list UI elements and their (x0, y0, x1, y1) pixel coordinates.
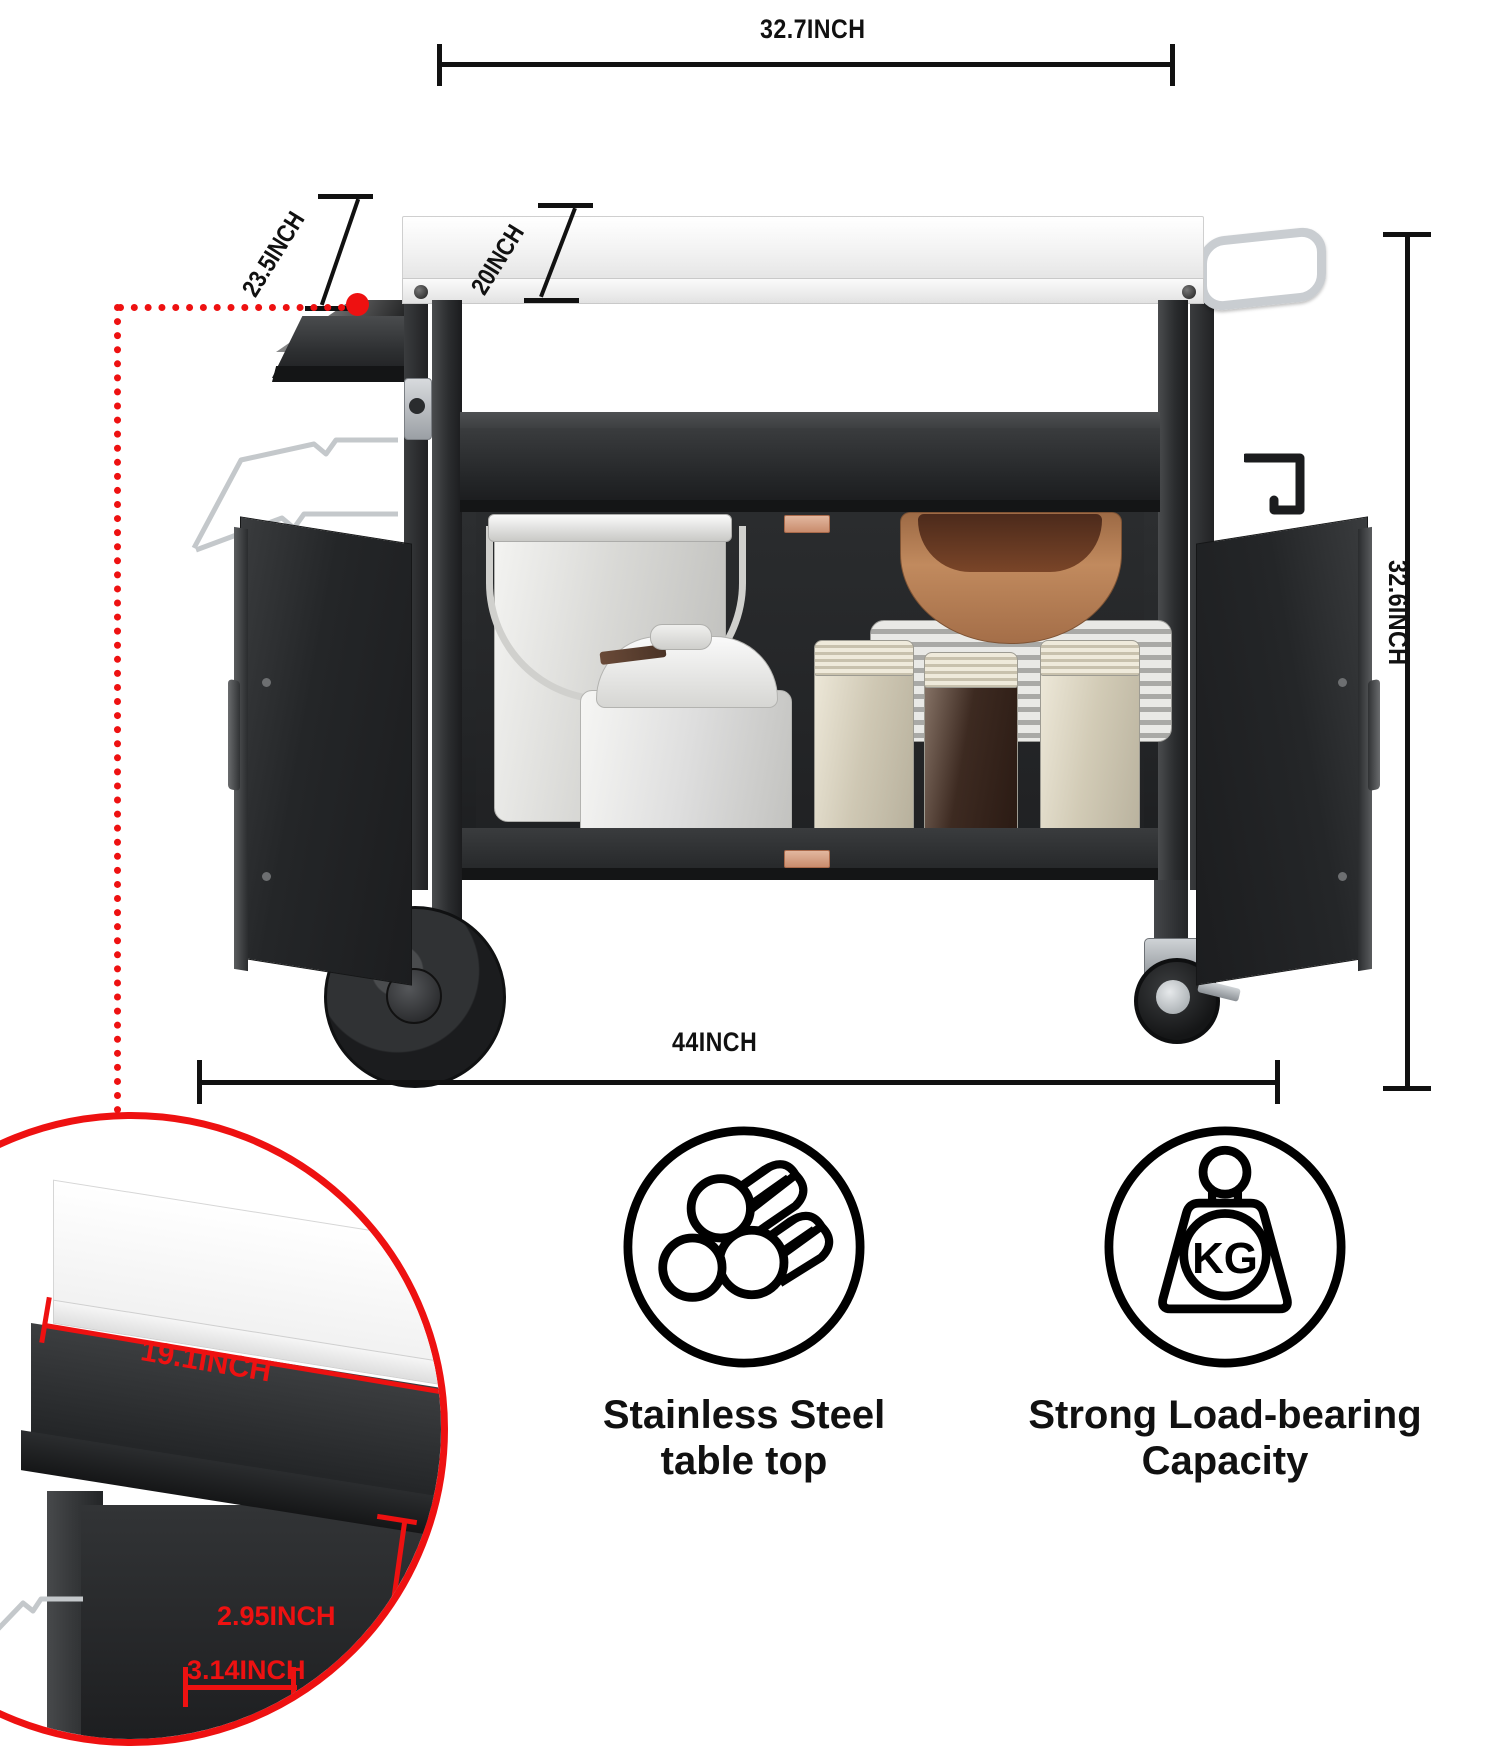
cabinet-door-left (240, 516, 412, 986)
middle-shelf-face (460, 428, 1160, 504)
door-right-screw-top (1338, 678, 1347, 687)
dimension-line-top-width (437, 62, 1175, 67)
cabinet-floor-edge (462, 868, 1158, 880)
caster-hub (1156, 980, 1190, 1014)
dimension-line-height (1405, 232, 1410, 1090)
feature-stainless-steel-label: Stainless Steel table top (524, 1392, 964, 1485)
chrome-push-handle (1198, 225, 1326, 313)
door-right-screw-bottom (1338, 872, 1347, 881)
dimension-cap-top-depth-top (538, 203, 593, 208)
dimension-cap-height-bottom (1383, 1086, 1431, 1091)
metal-kettle (580, 690, 792, 842)
detail-magnifier-inset: 19.1INCH 2.95INCH 3.14INCH (0, 1112, 448, 1746)
caster-stem (1154, 880, 1188, 944)
dimension-group-top-depth: 20INCH (466, 200, 610, 310)
cabinet-door-right (1196, 516, 1368, 986)
feature-stainless-line2: table top (660, 1439, 828, 1484)
magnet-clip-bottom (784, 850, 830, 868)
feature-load-line2: Capacity (1141, 1439, 1309, 1484)
cabinet-door-right-handle (1368, 679, 1380, 791)
middle-shelf-edge (460, 500, 1160, 512)
feature-load-line1: Strong Load-bearing (1028, 1393, 1422, 1437)
feature-stainless-line1: Stainless Steel (602, 1393, 886, 1437)
door-left-screw-bottom (262, 872, 271, 881)
callout-line-horizontal (117, 304, 359, 311)
kg-weight-icon: KG (1104, 1126, 1346, 1368)
grain-jar-dark-lid (924, 652, 1018, 688)
product-spec-sheet: 32.7INCH 23.5INCH 20INCH 32.6INCH 44INCH (0, 14, 1460, 1746)
steel-tubes-icon (623, 1126, 865, 1368)
feature-stainless-steel: Stainless Steel table top (524, 1118, 964, 1485)
dimension-line-side-shelf-depth (319, 198, 361, 306)
dimension-line-top-depth (539, 207, 577, 298)
bucket-rim (488, 514, 732, 542)
tabletop-screw-right (1182, 285, 1196, 299)
callout-anchor-dot (346, 293, 369, 316)
dimension-label-side-shelf-depth: 23.5INCH (236, 206, 311, 302)
kg-icon-text: KG (1192, 1234, 1258, 1283)
dimension-line-overall-width (197, 1080, 1280, 1085)
inset-wire-hook-icon (0, 1596, 83, 1631)
dimension-label-overall-width: 44INCH (672, 1027, 758, 1057)
dimension-cap-bottom-left (197, 1060, 202, 1104)
dimension-cap-height-top (1383, 232, 1431, 237)
dimension-cap-top-right (1170, 44, 1175, 86)
bowl-interior (918, 514, 1102, 572)
grain-jar-beans-lid (1040, 640, 1140, 676)
feature-load-bearing: KG Strong Load-bearing Capacity (990, 1118, 1460, 1485)
magnet-clip-top (784, 515, 830, 533)
dimension-cap-top-depth-bottom (524, 298, 579, 303)
door-left-screw-top (262, 678, 271, 687)
feature-load-bearing-label: Strong Load-bearing Capacity (990, 1392, 1460, 1485)
side-tray-lip (272, 366, 410, 382)
dimension-group-side-shelf-depth: 23.5INCH (237, 188, 393, 313)
kettle-knob (650, 624, 712, 650)
dimension-cap-side-shelf-top (318, 194, 373, 199)
grain-jar-light-lid (814, 640, 914, 676)
towel-bar (1244, 453, 1305, 515)
tabletop-screw-left (414, 285, 428, 299)
cabinet-door-left-handle (228, 679, 240, 791)
callout-line-vertical (114, 304, 121, 1170)
dimension-label-height: 32.6INCH (1383, 560, 1413, 666)
dimension-cap-top-left (437, 44, 442, 86)
bottle-opener-mouth (409, 398, 425, 414)
middle-shelf-surface (460, 412, 1160, 430)
inset-dimension-label-height: 2.95INCH (217, 1601, 336, 1631)
frame-leg-front-left (432, 300, 462, 940)
dimension-cap-bottom-right (1275, 1060, 1280, 1104)
dimension-label-top-width: 32.7INCH (760, 14, 866, 44)
inset-dimension-label-lip: 3.14INCH (187, 1655, 306, 1685)
